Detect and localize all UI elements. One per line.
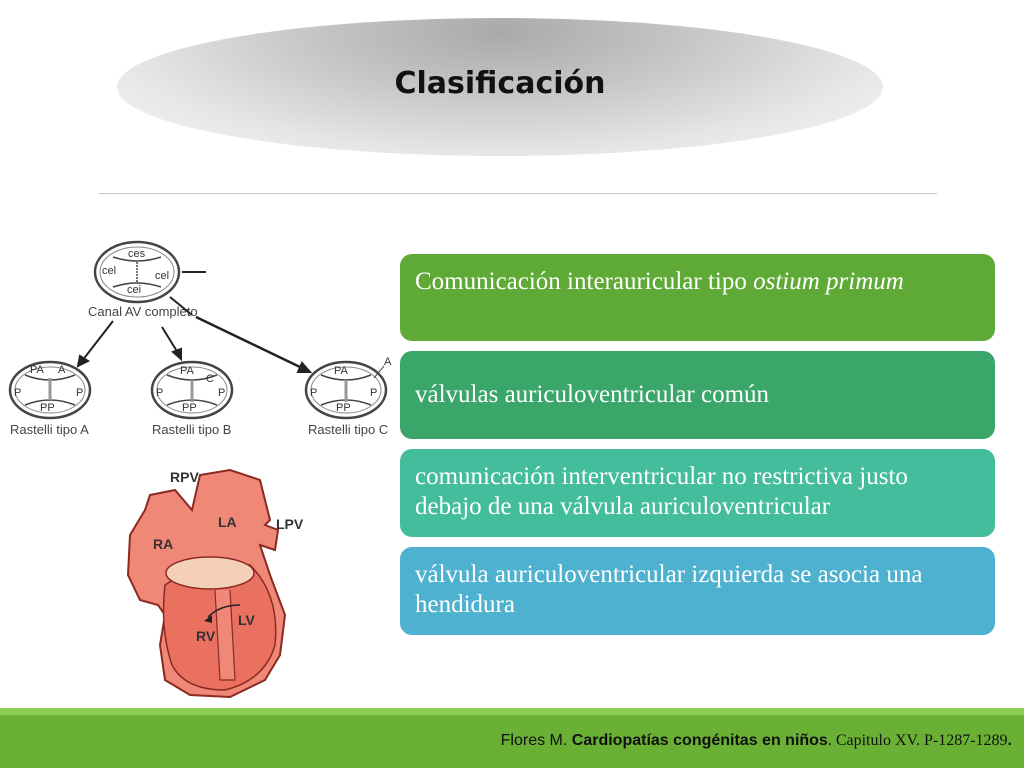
label-pa: PA — [334, 365, 349, 377]
label-pp: PP — [336, 402, 351, 414]
item-text: válvula auriculoventricular izquierda se… — [415, 561, 923, 618]
label-pa: PA — [180, 365, 195, 377]
label-p-left: P — [14, 387, 21, 399]
label-cel-right: cel — [155, 270, 169, 282]
label-p-right: P — [76, 387, 83, 399]
label-p-right: P — [370, 387, 377, 399]
slide-title: Clasificación — [394, 66, 606, 101]
label-lpv: LPV — [276, 516, 304, 532]
caption-rastelli-b: Rastelli tipo B — [152, 422, 231, 437]
label-p-left: P — [156, 387, 163, 399]
footer-bar — [0, 708, 1024, 768]
caption-rastelli-c: Rastelli tipo C — [308, 422, 388, 437]
item-text: comunicación interventricular no restric… — [415, 463, 908, 520]
caption-rastelli-a: Rastelli tipo A — [10, 422, 89, 437]
item-ostium-primum: Comunicación interauricular tipo ostium … — [400, 254, 995, 341]
citation-author: Flores M. — [500, 732, 572, 749]
caption-complete: Canal AV completo — [88, 304, 198, 319]
label-pp: PP — [182, 402, 197, 414]
label-ra: RA — [153, 536, 173, 552]
rastelli-b: PA C P P PP Rastelli tipo B — [150, 360, 234, 437]
item-valvulas-comun: válvulas auriculoventricular común — [400, 351, 995, 439]
label-lv: LV — [238, 612, 256, 628]
divider — [99, 193, 937, 194]
label-a: A — [384, 356, 392, 368]
item-comunicacion-interventricular: comunicación interventricular no restric… — [400, 449, 995, 537]
item-text: válvulas auriculoventricular común — [415, 381, 770, 408]
label-pp: PP — [40, 402, 55, 414]
label-p-left: P — [310, 387, 317, 399]
citation-end: . — [1007, 732, 1012, 749]
label-cel-left: cel — [102, 265, 116, 277]
item-italic: ostium primum — [753, 268, 904, 295]
citation-book: Cardiopatías congénitas en niños — [571, 732, 828, 749]
label-la: LA — [218, 514, 237, 530]
title-ellipse — [117, 18, 883, 156]
label-cei: cei — [127, 284, 141, 296]
valve-diagram: ces cel cel cei Canal AV completo PA A P… — [8, 240, 392, 437]
complete-canal-valve: ces cel cel cei Canal AV completo — [88, 240, 206, 319]
label-rpv: RPV — [170, 469, 199, 485]
label-c: C — [206, 373, 214, 385]
label-p-right: P — [218, 387, 225, 399]
rastelli-a: PA A P P PP Rastelli tipo A — [8, 360, 92, 437]
arrows — [76, 296, 313, 373]
heart-illustration: RPV LA LPV RA LV RV — [126, 468, 304, 699]
citation: Flores M. Cardiopatías congénitas en niñ… — [501, 732, 1012, 750]
rastelli-c: PA A P P PP Rastelli tipo C — [304, 356, 392, 437]
label-rv: RV — [196, 628, 216, 644]
label-a: A — [58, 364, 66, 376]
citation-rest: . Capitulo XV. P-1287-1289 — [827, 732, 1008, 749]
item-hendidura: válvula auriculoventricular izquierda se… — [400, 547, 995, 635]
item-text: Comunicación interauricular tipo — [415, 268, 754, 295]
label-ces: ces — [128, 248, 146, 260]
label-pa: PA — [30, 364, 45, 376]
